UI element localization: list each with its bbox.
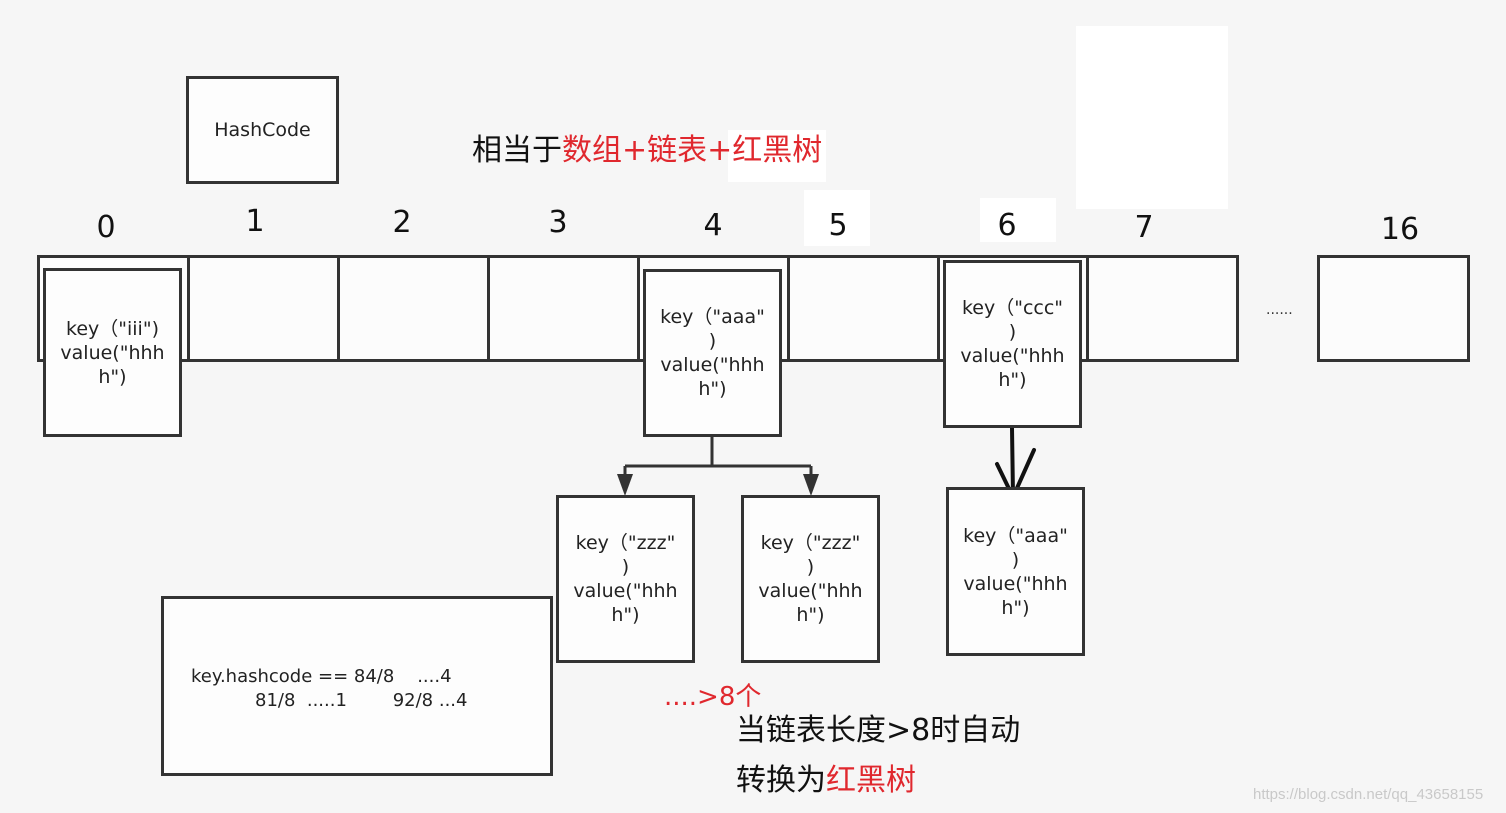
tree-node: key（"aaa" ) value("hhh h") (946, 487, 1085, 656)
chain-node-right: key（"zzz" ) value("hhh h") (741, 495, 880, 663)
chain-node-right-text: key（"zzz" ) value("hhh h") (758, 532, 863, 626)
white-patch-top-right (1076, 26, 1228, 209)
array-index-0: 0 (96, 210, 116, 245)
array-index-3: 3 (548, 205, 568, 240)
chain-node-left: key（"zzz" ) value("hhh h") (556, 495, 695, 663)
conversion-note-line-2: 转换为红黑树 (736, 760, 916, 802)
array-index-4: 4 (703, 208, 723, 243)
white-patch-index-6 (980, 198, 1056, 242)
array-slot-1 (187, 255, 340, 362)
entry-node-slot-6-text: key（"ccc" ) value("hhh h") (960, 297, 1065, 391)
hash-note-box: key.hashcode == 84/8 ....4 81/8 .....1 9… (161, 596, 553, 776)
tree-arrow-shaft (1010, 426, 1015, 498)
array-ellipsis: ...... (1266, 302, 1293, 318)
array-index-7: 7 (1134, 210, 1154, 245)
arrowhead-left (617, 474, 633, 496)
conversion-note-prefix: 转换为 (736, 763, 826, 798)
chain-node-left-text: key（"zzz" ) value("hhh h") (573, 532, 678, 626)
entry-node-slot-0-text: key（"iii") value("hhh h") (60, 317, 165, 388)
tree-node-text: key（"aaa" ) value("hhh h") (963, 524, 1068, 619)
array-index-1: 1 (245, 204, 265, 239)
entry-node-slot-4: key（"aaa" ) value("hhh h") (643, 269, 782, 437)
array-index-16: 16 (1380, 212, 1420, 247)
watermark: https://blog.csdn.net/qq_43658155 (1253, 786, 1484, 803)
hash-note-line-1: key.hashcode == 84/8 ....4 (191, 666, 452, 687)
title-prefix: 相当于 (472, 133, 562, 168)
array-slot-7 (1086, 255, 1239, 362)
conversion-note-highlight: 红黑树 (826, 763, 916, 798)
array-index-2: 2 (392, 205, 412, 240)
entry-node-slot-4-text: key（"aaa" ) value("hhh h") (660, 306, 765, 400)
title-highlight: 数组+链表+红黑树 (562, 133, 823, 168)
entry-node-slot-0: key（"iii") value("hhh h") (43, 268, 182, 437)
white-patch-index-5 (804, 190, 870, 246)
arrowhead-right (803, 474, 819, 496)
hash-note-line-2: 81/8 .....1 92/8 ...4 (255, 690, 468, 711)
hashcode-label: HashCode (214, 119, 311, 141)
hashcode-box: HashCode (186, 76, 339, 184)
array-index-6: 6 (997, 208, 1017, 243)
array-index-5: 5 (828, 208, 848, 243)
white-patch-title (728, 130, 826, 182)
array-slot-5 (787, 255, 940, 362)
array-slot-2 (337, 255, 490, 362)
array-slot-16 (1317, 255, 1470, 362)
array-slot-3 (487, 255, 640, 362)
entry-node-slot-6: key（"ccc" ) value("hhh h") (943, 260, 1082, 428)
conversion-note-line-1: 当链表长度>8时自动 (736, 713, 1021, 748)
threshold-label: ....>8个 (664, 682, 762, 712)
diagram-title: 相当于数组+链表+红黑树 (472, 130, 822, 172)
